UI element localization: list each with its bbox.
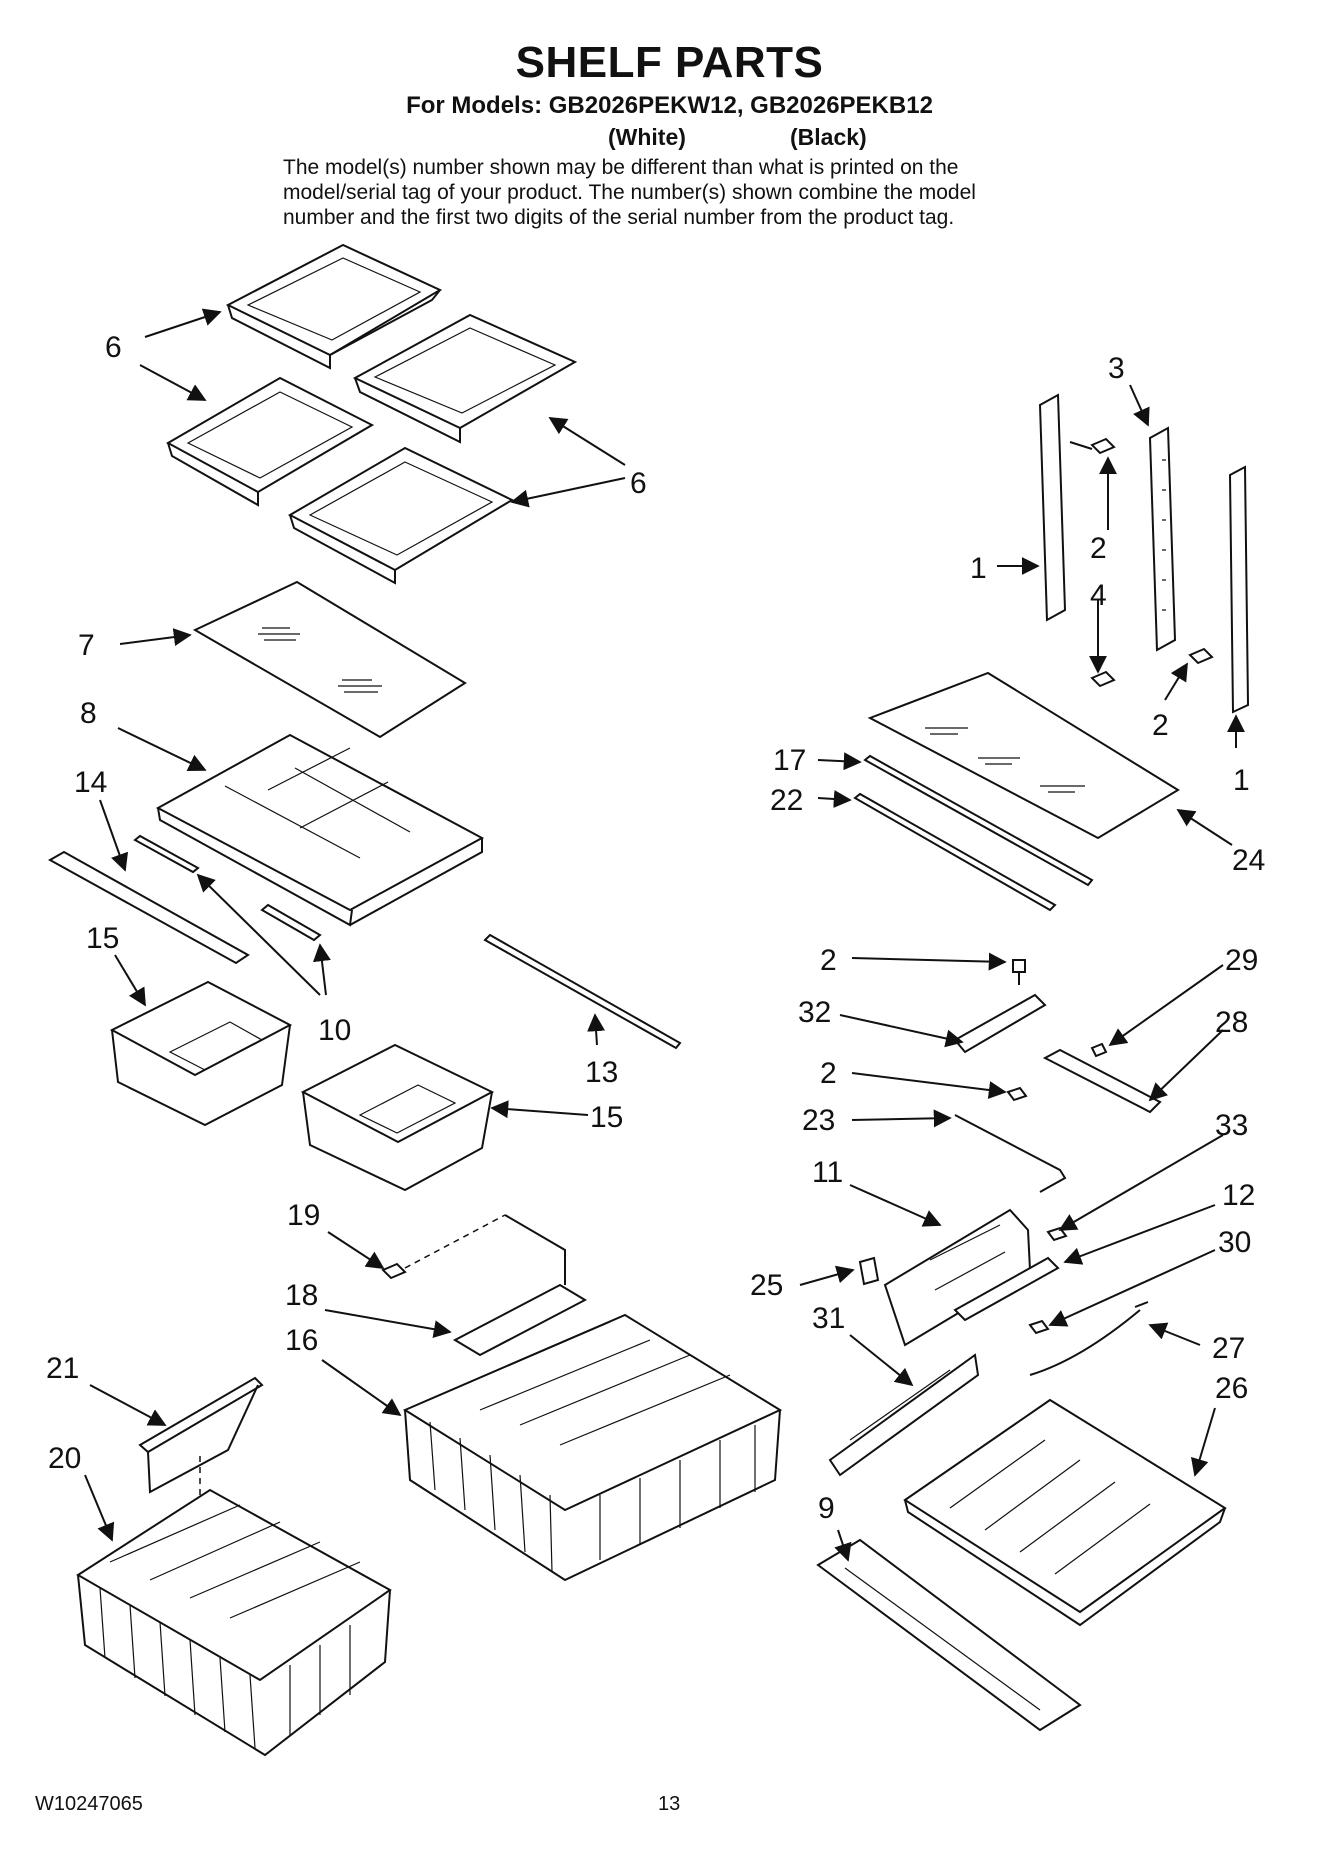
door-shelf-2 (352, 313, 578, 444)
callout-2a: 2 (1090, 532, 1107, 565)
callout-12: 12 (1222, 1179, 1255, 1212)
rail-3 (1148, 426, 1177, 652)
door-shelf-4 (287, 446, 515, 585)
divider-21 (138, 1376, 264, 1494)
bracket-32 (953, 993, 1047, 1054)
clip-29 (1090, 1042, 1108, 1058)
crisper-drawer-15a (109, 980, 293, 1127)
handle-31 (828, 1353, 980, 1477)
deli-tray-26 (903, 1398, 1227, 1627)
screw-4 (1090, 670, 1116, 688)
callout-16: 16 (285, 1324, 318, 1357)
callout-17: 17 (773, 744, 806, 777)
screw-2b (1188, 647, 1214, 665)
callout-2b: 2 (1152, 709, 1169, 742)
callout-14: 14 (74, 766, 107, 799)
screw-2a (1069, 437, 1116, 455)
variant-black-label: (Black) (790, 124, 867, 150)
door-shelf-1 (225, 243, 443, 370)
callout-20: 20 (48, 1442, 81, 1475)
callout-21: 21 (46, 1352, 79, 1385)
crisper-cover-frame-8 (155, 733, 485, 927)
callout-2c: 2 (820, 944, 837, 977)
rail-1b (1228, 465, 1250, 714)
callout-4: 4 (1090, 579, 1107, 612)
callout-10: 10 (318, 1014, 351, 1047)
callout-31: 31 (812, 1302, 845, 1335)
trim-17 (863, 754, 1094, 887)
slide-28 (1042, 1048, 1162, 1114)
callout-7: 7 (78, 629, 95, 662)
wire-23 (954, 1114, 1067, 1193)
callout-2d: 2 (820, 1057, 837, 1090)
intro-line-3: number and the first two digits of the s… (283, 206, 955, 229)
rod-13 (483, 933, 682, 1050)
page-title: SHELF PARTS (515, 38, 824, 87)
callout-19: 19 (287, 1199, 320, 1232)
screw-30 (1028, 1319, 1050, 1335)
intro-line-1: The model(s) number shown may be differe… (283, 156, 959, 179)
callout-6a: 6 (105, 331, 122, 364)
crisper-rail-14 (47, 850, 250, 965)
callout-26: 26 (1215, 1372, 1248, 1405)
screw-2d (1006, 1086, 1028, 1102)
wire-basket-20 (76, 1488, 392, 1757)
intro-paragraph: The model(s) number shown may be differe… (283, 155, 1083, 230)
rail-1a (1038, 393, 1067, 622)
callout-23: 23 (802, 1104, 835, 1137)
cable-27 (1029, 1301, 1149, 1376)
callout-9: 9 (818, 1492, 835, 1525)
callout-1a: 1 (970, 552, 987, 585)
intro-line-2: model/serial tag of your product. The nu… (283, 181, 976, 204)
document-number: W10247065 (35, 1793, 143, 1815)
callout-22: 22 (770, 784, 803, 817)
callout-13: 13 (585, 1056, 618, 1089)
crisper-slide-10b (260, 903, 322, 942)
callout-28: 28 (1215, 1006, 1248, 1039)
callout-29: 29 (1225, 944, 1258, 977)
callout-15a: 15 (86, 922, 119, 955)
page-number: 13 (658, 1793, 681, 1815)
callout-25: 25 (750, 1269, 783, 1302)
callout-3: 3 (1108, 352, 1125, 385)
leader-lines (84, 308, 1245, 1562)
screw-19 (381, 1262, 407, 1280)
callout-32: 32 (798, 996, 831, 1029)
models-line: For Models: GB2026PEKW12, GB2026PEKB12 (406, 92, 933, 119)
screw-33 (1046, 1226, 1068, 1242)
screw-2c (1012, 959, 1026, 985)
trim-22 (853, 792, 1057, 912)
cover-25 (858, 1256, 880, 1286)
callout-27: 27 (1212, 1332, 1245, 1365)
callout-6b: 6 (630, 467, 647, 500)
crisper-slide-10a (133, 834, 200, 874)
glass-shelf-24 (867, 671, 1180, 840)
callout-18: 18 (285, 1279, 318, 1312)
glass-shelf-7 (192, 580, 467, 739)
callout-24: 24 (1232, 844, 1265, 877)
callout-11: 11 (812, 1156, 843, 1189)
variant-white-label: (White) (608, 124, 686, 150)
crisper-drawer-15b (300, 1043, 495, 1192)
callout-1b: 1 (1233, 764, 1250, 797)
wire-basket-16 (402, 1313, 783, 1582)
screw-19-guide (404, 1214, 506, 1269)
callout-30: 30 (1218, 1226, 1251, 1259)
door-shelf-3 (165, 376, 375, 507)
divider-18 (452, 1214, 588, 1357)
housing-11 (883, 1208, 1032, 1347)
callout-33: 33 (1215, 1109, 1248, 1142)
callout-15b: 15 (590, 1101, 623, 1134)
guide-12 (953, 1256, 1060, 1322)
callout-8: 8 (80, 697, 97, 730)
